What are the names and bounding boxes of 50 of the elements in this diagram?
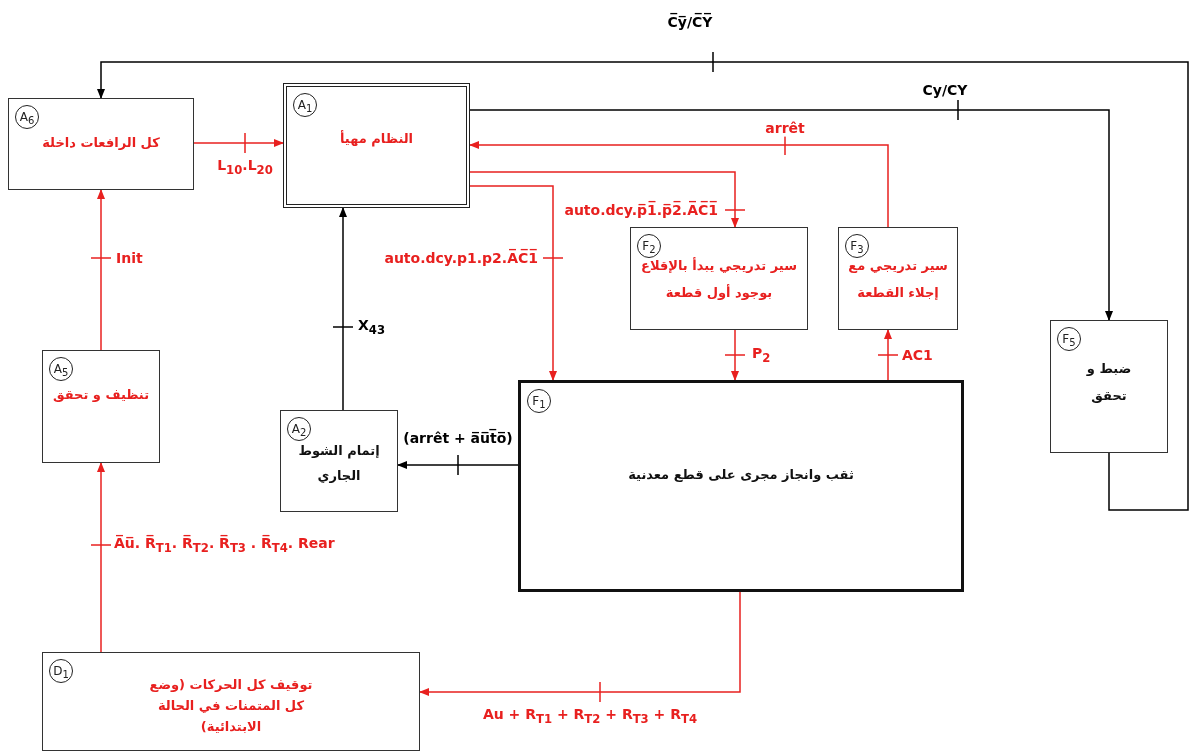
edge-label: L$_{10}$.L$_{20}$ xyxy=(215,157,275,177)
arrow xyxy=(97,189,105,351)
arrow xyxy=(469,109,1113,321)
edge-label: auto.dcy.p̅1̅.p̅2̅.A̅C̅1̅ xyxy=(562,201,720,219)
edge-label: (arrêt + a̅u̅t̅o̅) xyxy=(401,429,515,447)
step-box xyxy=(838,227,958,330)
step-text: إتمام الشوط الجاري xyxy=(297,442,381,485)
edge-label: P$_{2}$ xyxy=(750,345,773,365)
step-text: سير تدريجي مع إجلاء القطعة xyxy=(847,257,949,303)
step-text: النظام مهيأ xyxy=(338,129,415,149)
arrow xyxy=(469,171,739,228)
arrow xyxy=(339,207,347,411)
step-box xyxy=(283,83,470,208)
arrow xyxy=(397,461,519,469)
step-box xyxy=(1050,320,1168,453)
edge-label: arrêt xyxy=(763,119,807,137)
edge-label: A̅u̅. R̅$_{T1}$. R̅$_{T2}$. R̅$_{T3}$ . R̅$_{T4}$. Rear xyxy=(112,535,337,555)
step-number: F$_{1}$ xyxy=(527,389,551,413)
step-box xyxy=(630,227,808,330)
step-text: تنظيف و تحقق xyxy=(51,386,151,404)
arrow xyxy=(731,329,739,381)
step-box xyxy=(42,350,160,463)
arrow xyxy=(193,139,284,147)
arrow xyxy=(884,329,892,381)
step-box xyxy=(518,380,964,592)
step-text: ثقب وانجاز مجرى على قطع معدنية xyxy=(627,466,855,484)
step-number: A$_{1}$ xyxy=(293,93,317,117)
step-number: A$_{6}$ xyxy=(15,105,39,129)
step-number: D$_{1}$ xyxy=(49,659,73,683)
step-box xyxy=(280,410,398,512)
step-number: A$_{5}$ xyxy=(49,357,73,381)
arrow xyxy=(469,141,889,228)
step-number: F$_{5}$ xyxy=(1057,327,1081,351)
step-number: A$_{2}$ xyxy=(287,417,311,441)
arrow xyxy=(469,185,557,381)
step-box xyxy=(42,652,420,751)
edge-label: auto.dcy.p1.p2.A̅C̅1̅ xyxy=(382,249,540,267)
step-text: ضبط و تحقق xyxy=(1085,360,1133,406)
step-number: F$_{3}$ xyxy=(845,234,869,258)
step-text: كل الرافعات داخلة xyxy=(41,134,161,152)
step-text: سير تدريجي يبدأ بالإقلاع بوجود أول قطعة xyxy=(640,256,798,303)
edge-label: Au + R$_{T1}$ + R$_{T2}$ + R$_{T3}$ + R$_{T4}$ xyxy=(480,706,700,726)
edge-label: C̅y̅/C̅Y̅ xyxy=(665,13,715,31)
step-text: توقيف كل الحركات (وضع كل المتمنات في الحالة الابتدائية) xyxy=(148,676,314,736)
step-number: F$_{2}$ xyxy=(637,234,661,258)
arrow xyxy=(97,462,105,653)
step-box xyxy=(8,98,194,190)
arrow xyxy=(97,61,1189,511)
edge-label: X$_{43}$ xyxy=(356,317,388,337)
arrow xyxy=(419,591,741,696)
